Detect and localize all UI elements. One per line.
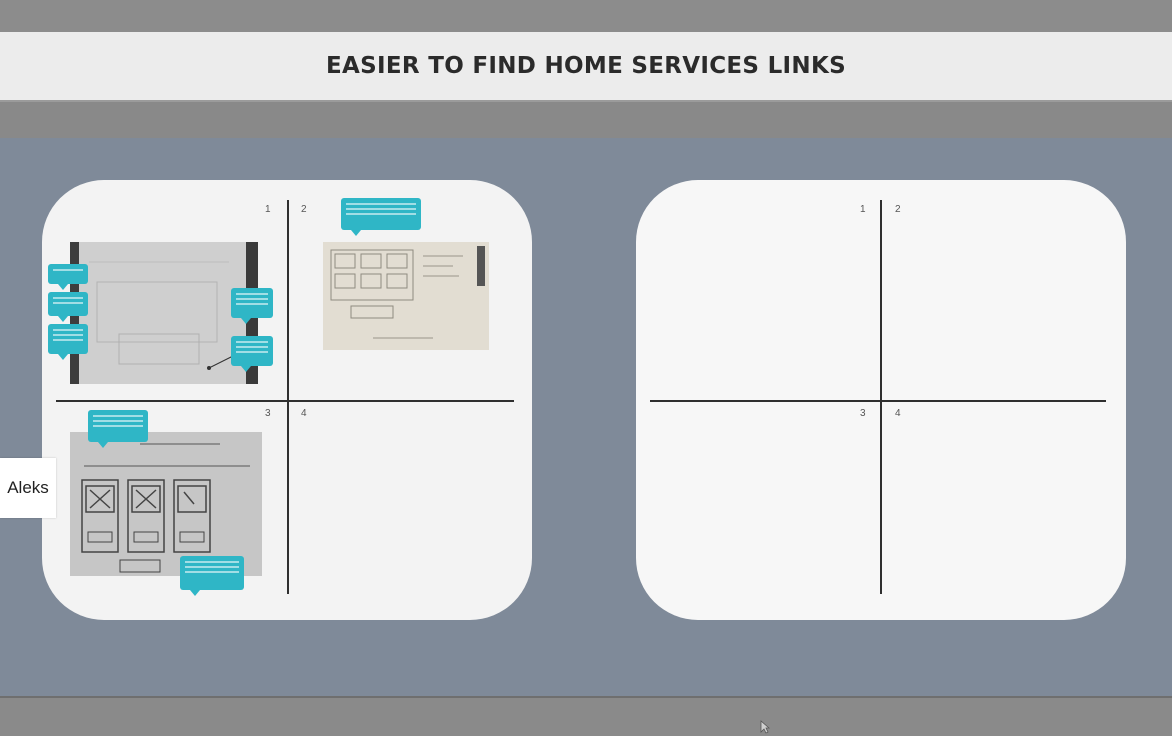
board-left-quadrant-4-label: 4	[301, 408, 307, 419]
board-right-quadrant-1-label: 1	[860, 204, 866, 215]
sticky-note[interactable]	[341, 198, 421, 236]
sketch-photo-1[interactable]	[70, 242, 258, 384]
sticky-note[interactable]	[88, 410, 148, 448]
secondary-strip	[0, 100, 1172, 138]
top-toolbar-strip	[0, 0, 1172, 32]
page-title: EASIER TO FIND HOME SERVICES LINKS	[326, 53, 846, 79]
sticky-note[interactable]	[48, 264, 88, 290]
board-left-quadrant-1-label: 1	[265, 204, 271, 215]
board-right-horizontal-divider	[650, 400, 1106, 402]
sketch-photo-2[interactable]	[323, 242, 489, 350]
bottom-strip	[0, 696, 1172, 736]
board-right-quadrant-3-label: 3	[860, 408, 866, 419]
title-banner: EASIER TO FIND HOME SERVICES LINKS	[0, 32, 1172, 100]
sticky-note[interactable]	[48, 324, 88, 360]
board-right-vertical-divider	[880, 200, 882, 594]
board-left-horizontal-divider	[56, 400, 514, 402]
board-right-quadrant-4-label: 4	[895, 408, 901, 419]
board-left-quadrant-3-label: 3	[265, 408, 271, 419]
sticky-note[interactable]	[231, 288, 273, 324]
board-right-quadrant-2-label: 2	[895, 204, 901, 215]
cursor-icon	[760, 720, 770, 734]
sticky-note[interactable]	[231, 336, 273, 372]
participant-name-tag[interactable]: Aleks	[0, 458, 56, 518]
sticky-note[interactable]	[180, 556, 244, 596]
sticky-note[interactable]	[48, 292, 88, 322]
board-left-quadrant-2-label: 2	[301, 204, 307, 215]
sketch-photo-3[interactable]	[70, 432, 262, 576]
participant-name: Aleks	[7, 478, 49, 497]
board-left-vertical-divider	[287, 200, 289, 594]
